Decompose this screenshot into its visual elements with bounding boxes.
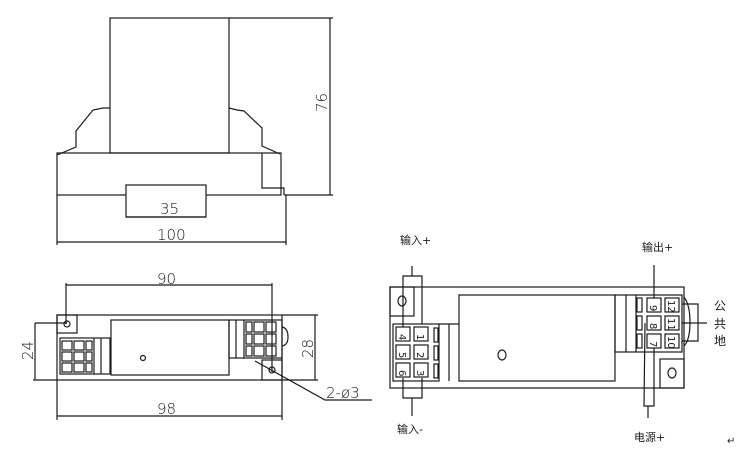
return-mark: ↵ — [727, 436, 735, 447]
dim-hole-spacing: 90 — [157, 270, 176, 288]
terminal-9: 9 — [647, 305, 658, 311]
dim-left-height: 24 — [19, 341, 37, 360]
label-common-ground-3: 地 — [714, 334, 726, 348]
terminal-8: 8 — [647, 323, 658, 329]
dim-top-width: 98 — [157, 400, 176, 418]
top-view — [33, 283, 372, 420]
wiring-view — [389, 265, 707, 418]
terminal-2: 2 — [414, 352, 425, 358]
label-power-plus: 电源+ — [634, 430, 665, 444]
terminals-right: 9 12 8 11 7 10 — [646, 297, 680, 349]
label-input-minus: 输入- — [397, 422, 423, 436]
housing-top — [109, 17, 230, 154]
dim-right-height: 28 — [299, 339, 317, 358]
terminal-11: 11 — [665, 318, 676, 331]
dim-rail: 35 — [160, 200, 179, 218]
terminal-4: 4 — [396, 334, 407, 340]
terminal-7: 7 — [647, 341, 658, 347]
front-view — [56, 17, 333, 245]
dim-height: 76 — [313, 93, 331, 112]
label-output-plus: 输出+ — [642, 240, 673, 254]
dim-holes: 2-ø3 — [326, 384, 360, 402]
label-common-ground-2: 共 — [714, 317, 726, 331]
terminal-5: 5 — [396, 352, 407, 358]
terminal-6: 6 — [396, 370, 407, 376]
terminal-12: 12 — [665, 300, 676, 313]
terminal-3: 3 — [414, 370, 425, 376]
dim-front-width: 100 — [157, 226, 186, 244]
terminal-1: 1 — [414, 334, 425, 340]
terminals-left: 4 1 5 2 6 3 — [395, 326, 429, 378]
label-common-ground-1: 公 — [714, 299, 726, 313]
terminal-10: 10 — [665, 336, 676, 349]
label-input-plus: 输入+ — [400, 233, 431, 247]
